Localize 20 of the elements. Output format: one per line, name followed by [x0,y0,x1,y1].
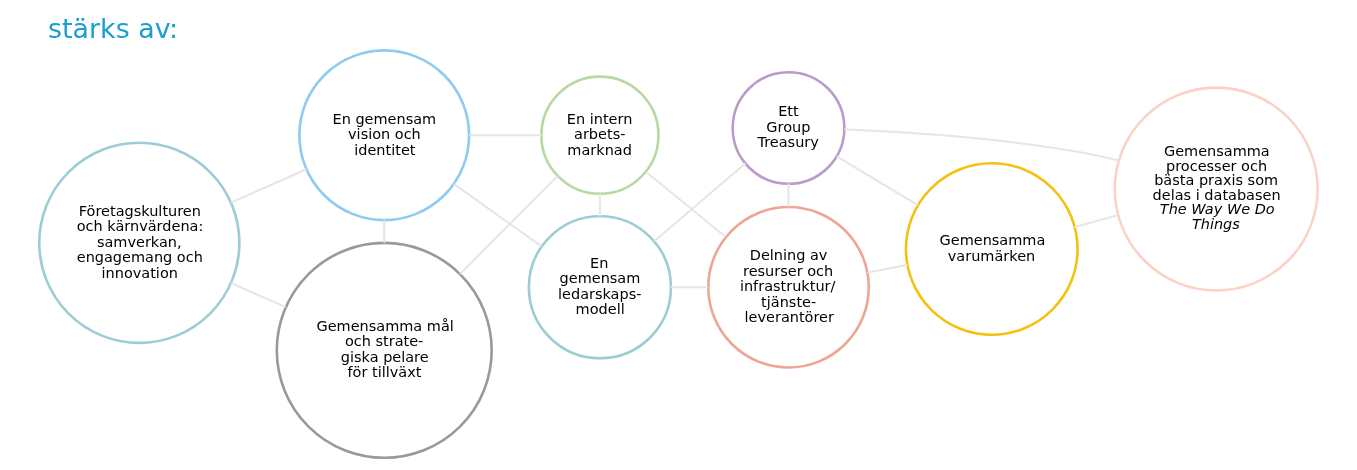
diagram-title: stärks av: [48,12,179,44]
node-circle: Gemensamma processer och bästa praxis som delas i databasen The Way We Do Things [1113,86,1319,292]
connector [844,128,1119,162]
connector [1074,214,1118,228]
node-circle: En intern arbets- marknad [540,75,660,196]
node-circle: Gemensamma mål och strate- giska pelare för tillväxt [275,241,493,460]
node-circle: Delning av resurser och infrastruktur/ tjänste- leverantörer [707,205,871,369]
connector [836,155,919,207]
node-circle: En gemensam ledarskaps- modell [527,214,673,360]
connector [453,183,543,248]
node-circle: Företagskulturen och kärnvärdena: samverkan, engagemang och innovation [37,141,241,345]
connector [459,175,559,275]
connector [653,162,747,243]
connector [645,171,727,238]
node-circle: En gemensam vision och identitet [298,49,471,222]
connector [230,168,307,204]
connector [230,282,287,309]
node-circle: Ett Group Treasury [731,70,846,186]
node-circle: Gemensamma varumärken [904,161,1079,337]
connector [867,263,908,274]
